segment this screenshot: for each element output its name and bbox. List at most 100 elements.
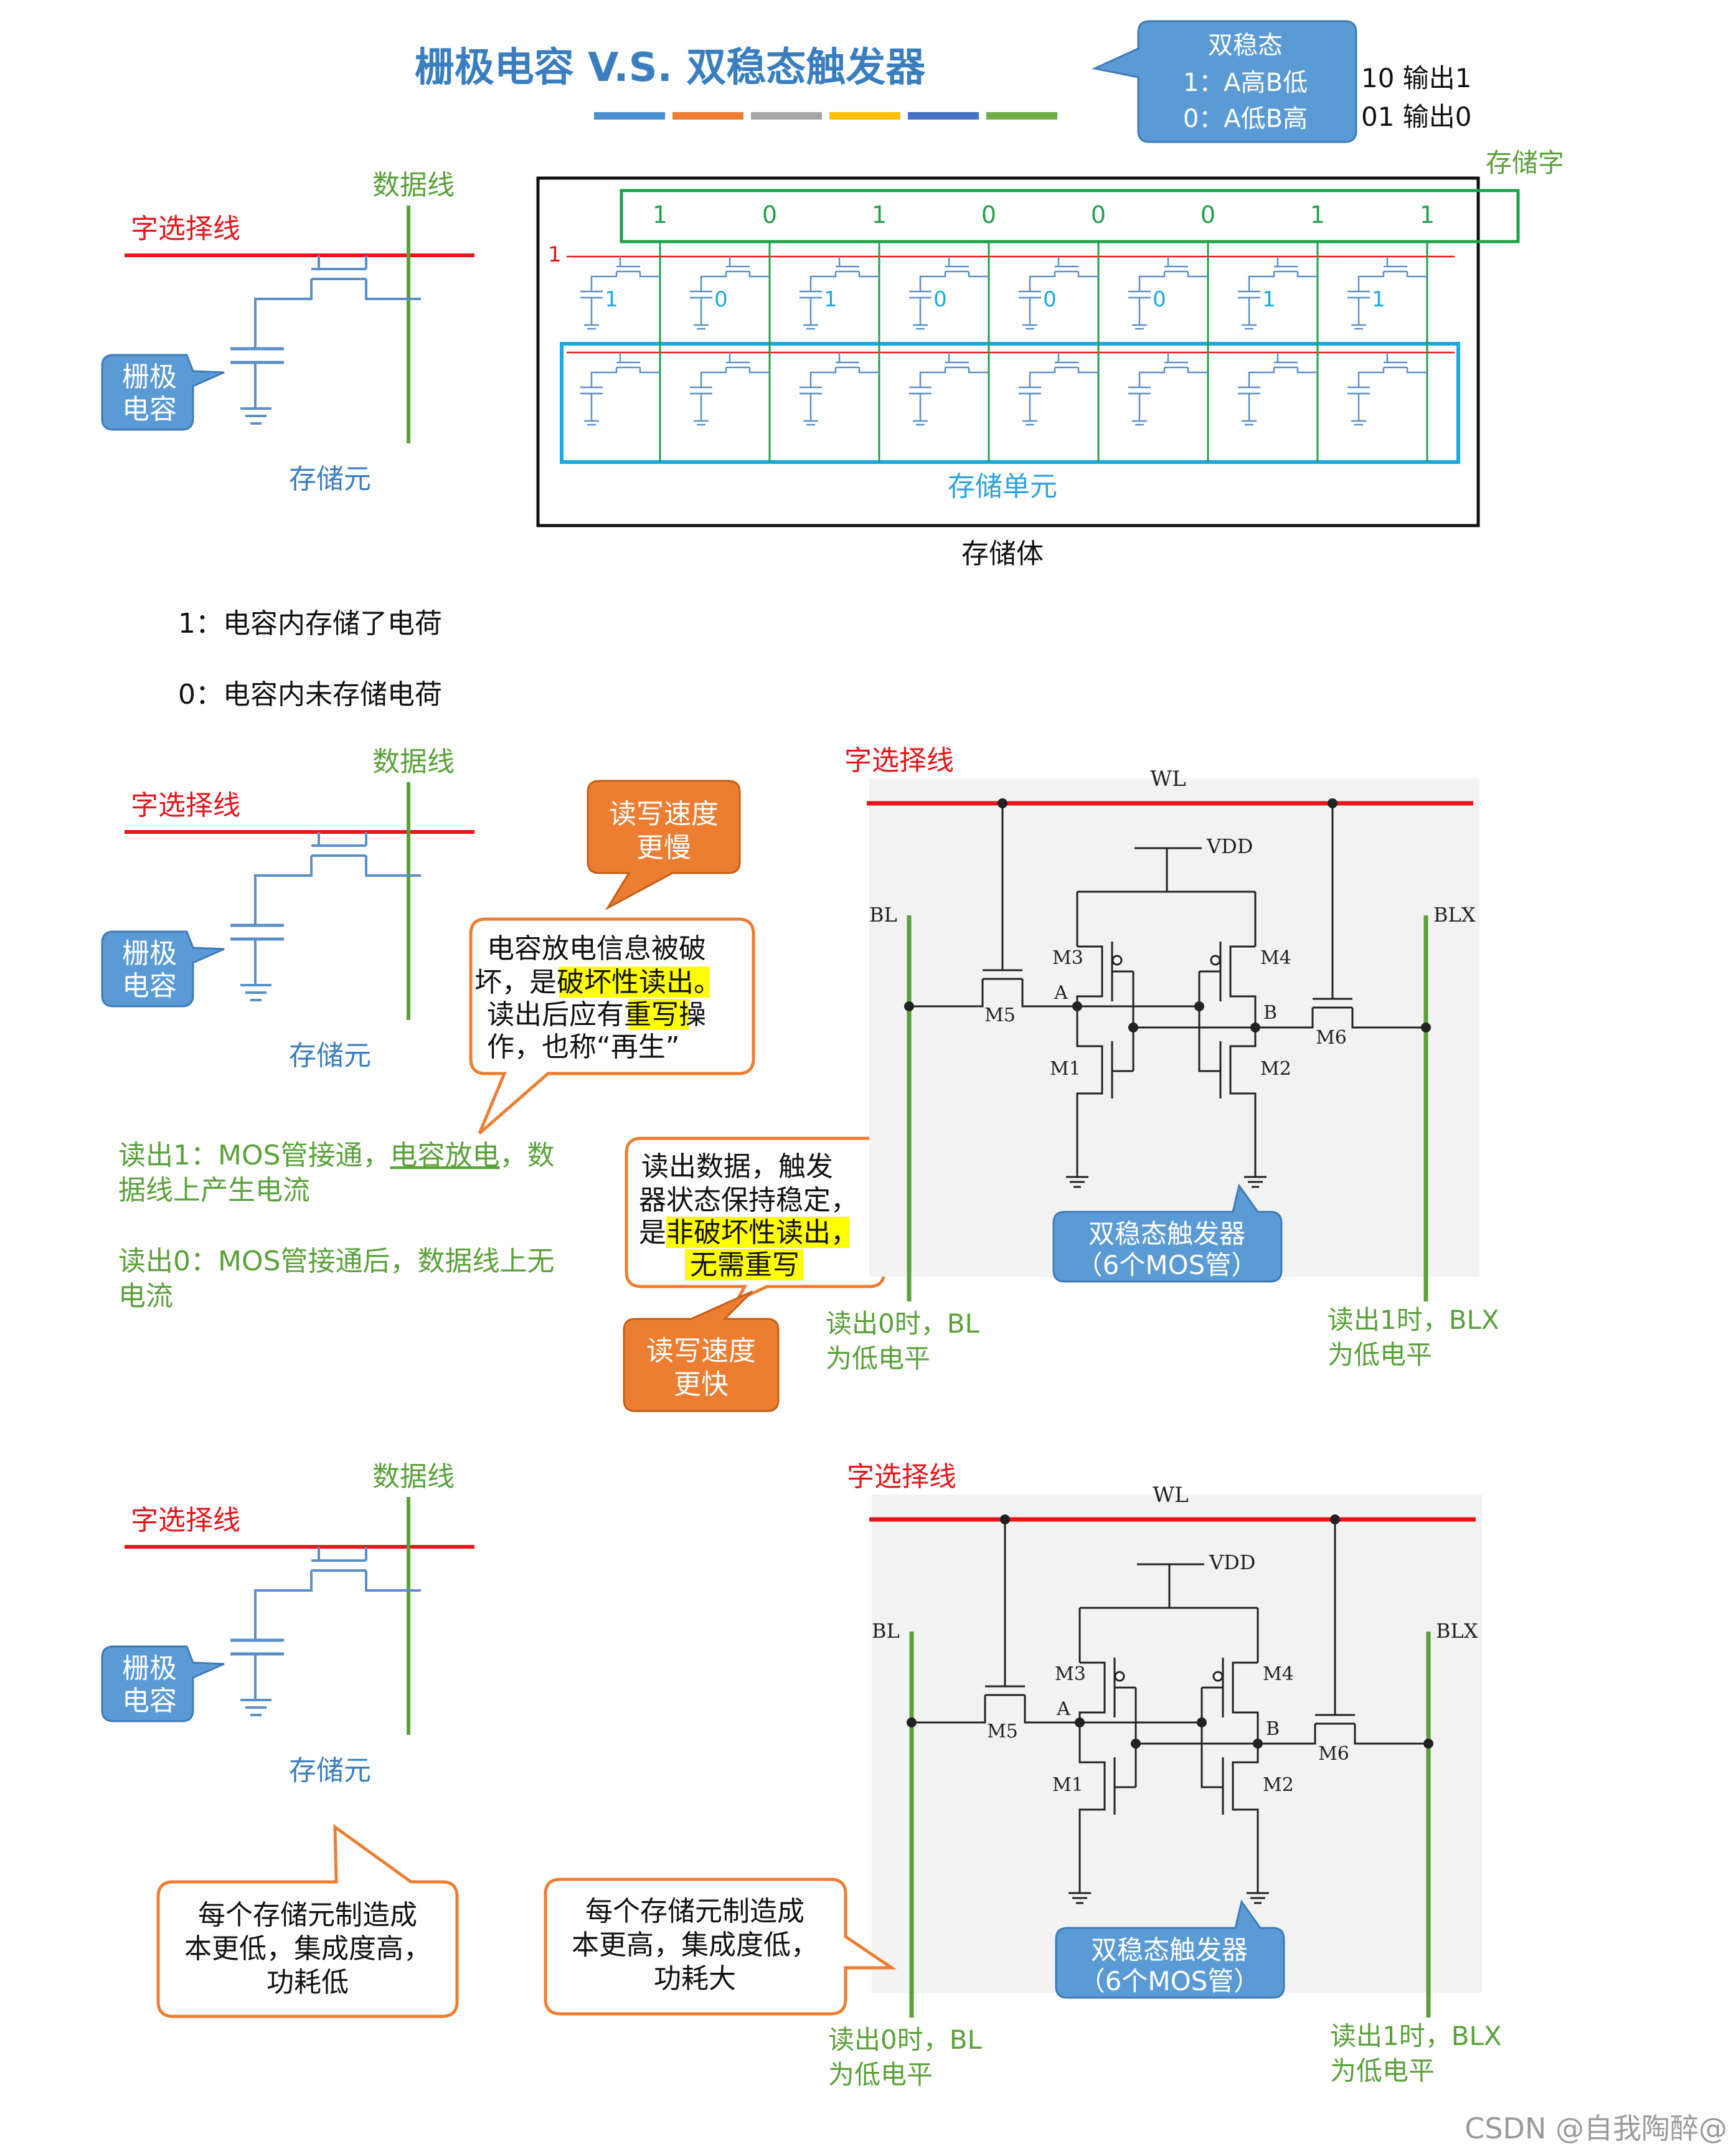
array-cell-capacitor	[580, 386, 603, 426]
pull-up-wires	[1078, 1607, 1259, 1663]
speed-fast-line1: 读写速度	[646, 1335, 756, 1367]
m6-transistor	[1255, 803, 1426, 1029]
ground-symbol	[1244, 1176, 1267, 1188]
gate-capacitor-callout	[101, 930, 225, 1008]
junction-dot	[1328, 798, 1337, 808]
cheap-line1: 每个存储元制造成	[198, 1899, 417, 1931]
sram-word-line-label: 字选择线	[844, 745, 954, 777]
title-color-bar	[672, 112, 743, 120]
title-color-bar	[751, 112, 822, 120]
vdd-label: VDD	[1206, 834, 1253, 858]
array-cell	[580, 352, 660, 426]
m1-label: M1	[1052, 1774, 1083, 1796]
destructive-read-callout: 电容放电信息被破 坏，是破坏性读出。 读出后应有重写操 作，也称“再生”	[469, 917, 755, 1135]
legend-zero: 0：电容内未存储电荷	[178, 679, 442, 711]
word-bit-value: 0	[762, 201, 777, 229]
m1-label: M1	[1050, 1058, 1081, 1080]
destructive-read-highlight: 破坏性读出	[557, 966, 694, 998]
array-cell	[909, 352, 989, 426]
flipflop-callout	[1055, 1899, 1285, 1999]
word-bit-value: 0	[981, 201, 996, 229]
bl-label: BL	[869, 903, 897, 927]
speed-slow-callout: 读写速度 更慢	[587, 780, 741, 910]
word-line-label: 字选择线	[131, 1504, 240, 1536]
array-cell	[1347, 352, 1427, 426]
memory-unit-box	[560, 342, 1460, 464]
cell-charge-value: 1	[1262, 287, 1276, 312]
array-cell-transistor	[1357, 257, 1427, 291]
m1-transistor	[1078, 1722, 1116, 1893]
gate-capacitor-label-1: 栅极	[122, 938, 177, 970]
junction-dot	[1072, 1001, 1082, 1011]
array-cell-transistor	[1248, 352, 1318, 387]
array-cell: 1	[580, 257, 660, 330]
wl-label: WL	[1153, 1483, 1189, 1508]
title-color-bars	[594, 112, 1057, 120]
junction-dot	[998, 798, 1007, 808]
bistable-callout-line1: 1：A高B低	[1183, 68, 1308, 97]
bistable-callout-title: 双稳态	[1208, 31, 1283, 60]
ground-symbol	[240, 1654, 271, 1716]
cross-coupling-wires	[1077, 970, 1255, 1072]
access-transistor	[254, 832, 421, 925]
word-bit-value: 0	[1091, 201, 1106, 229]
array-cell-transistor	[1029, 257, 1098, 291]
m5-transistor	[909, 803, 1077, 1008]
gate-capacitor-label-1: 栅极	[122, 361, 177, 393]
read-zero-note: 读出0：MOS管接通后，数据线上无 电流	[118, 1245, 555, 1312]
array-cell	[1128, 352, 1208, 426]
array-cell-capacitor	[909, 386, 932, 426]
nondestructive-line3-a: 是	[639, 1217, 666, 1249]
read0-note-line2: 为低电平	[826, 1343, 930, 1374]
header: 栅极电容 V.S. 双稳态触发器 双稳态 1：A高B低 0：A低B高 10 输出…	[415, 20, 1472, 143]
m6-label: M6	[1318, 1743, 1349, 1765]
speed-slow-line1: 读写速度	[609, 798, 719, 830]
access-transistor	[254, 255, 421, 349]
title-color-bar	[594, 112, 665, 120]
m5-label: M5	[987, 1721, 1018, 1742]
no-rewrite-highlight: 无需重写	[690, 1249, 800, 1281]
storage-cell-label: 存储元	[289, 1040, 371, 1072]
word-bit-value: 1	[1420, 201, 1435, 229]
costly-line3: 功耗大	[654, 1963, 736, 1995]
array-cell	[690, 352, 770, 426]
array-cell: 1	[1238, 257, 1318, 330]
word-bit-value: 0	[1201, 201, 1215, 229]
array-cell-capacitor	[909, 290, 932, 330]
ground-symbol	[1066, 1176, 1088, 1188]
costly-cell-callout: 每个存储元制造成 本更高，集成度低， 功耗大	[544, 1877, 897, 2016]
gate-capacitor-label-2: 电容	[122, 970, 177, 1002]
read0-note-line1: 读出0时，BL	[826, 1308, 980, 1339]
junction-dot	[1330, 1514, 1340, 1524]
array-cell-transistor	[700, 352, 770, 387]
destructive-line3: 读出后应有重写操	[487, 999, 706, 1031]
gate-capacitor-cells: 数据线字选择线栅极电容存储元数据线字选择线栅极电容存储元数据线字选择线栅极电容存…	[101, 169, 474, 1787]
gate-capacitor-label-1: 栅极	[122, 1653, 177, 1684]
bl-label: BL	[872, 1619, 900, 1643]
legend-one: 1：电容内存储了电荷	[178, 608, 442, 640]
junction-dot	[1250, 1023, 1260, 1032]
ground-symbol	[240, 939, 271, 1001]
read1-note-line1: 读出1时，BLX	[1330, 2021, 1502, 2051]
data-line-label: 数据线	[372, 1461, 455, 1493]
csdn-watermark: CSDN @自我陶醉@	[1465, 2112, 1727, 2145]
sram-word-line-label: 字选择线	[847, 1461, 956, 1493]
rewrite-highlight: 重写	[624, 999, 679, 1031]
array-cell-transistor	[1029, 352, 1098, 387]
word-bit-value: 1	[872, 201, 887, 229]
array-cell-capacitor	[800, 386, 822, 426]
array-cell-capacitor	[1128, 290, 1151, 330]
word-line-label: 字选择线	[131, 213, 240, 245]
m3-gate-bubble	[1111, 955, 1123, 966]
array-cell-transistor	[919, 352, 989, 387]
title-color-bar	[908, 112, 979, 120]
m2-transistor	[1219, 1027, 1257, 1177]
m4-gate-bubble	[1210, 955, 1221, 966]
gate-capacitor-callout	[101, 1645, 225, 1722]
array-row-marker: 1	[548, 242, 562, 267]
nondestructive-line3: 是非破坏性读出，	[639, 1217, 858, 1249]
junction-dot	[1128, 1023, 1138, 1032]
